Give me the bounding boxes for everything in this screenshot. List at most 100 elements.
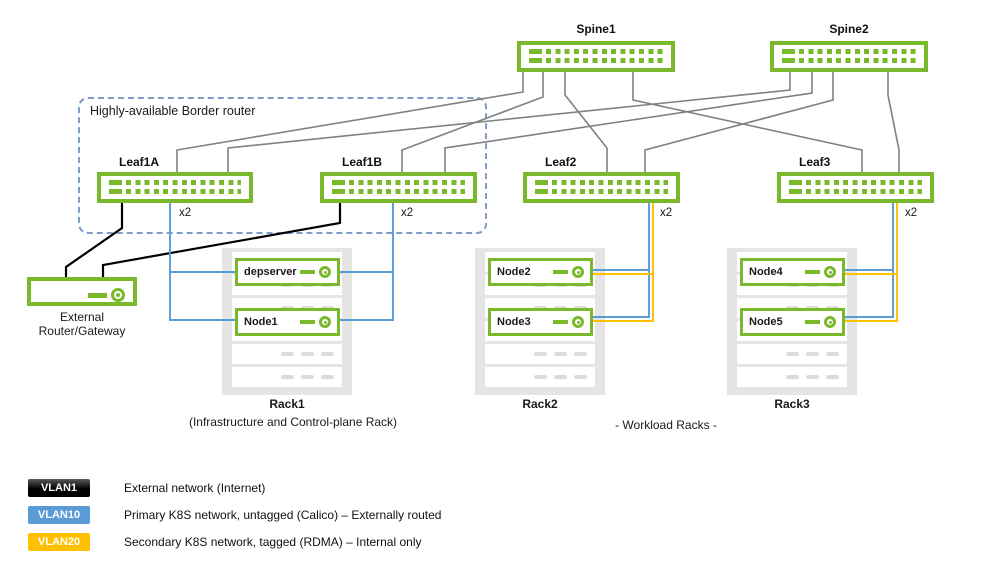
node-label: depserver bbox=[244, 266, 297, 278]
slot-dashes-icon bbox=[527, 352, 587, 356]
border-router-group-label: Highly-available Border router bbox=[90, 104, 256, 118]
leaf3-label: Leaf3 bbox=[799, 155, 831, 169]
leaf1a-switch bbox=[97, 172, 253, 203]
node-label: Node3 bbox=[497, 316, 531, 328]
server-dot-icon bbox=[824, 266, 836, 278]
legend-badge-vlan10: VLAN10 bbox=[28, 506, 90, 524]
external-router-label-line2: Router/Gateway bbox=[38, 324, 126, 338]
node-node2: Node2 bbox=[488, 258, 593, 286]
legend-badge-vlan1: VLAN1 bbox=[28, 479, 90, 497]
legend-description: External network (Internet) bbox=[124, 481, 266, 495]
rack-slot bbox=[737, 367, 847, 387]
port-row-icon bbox=[109, 189, 241, 194]
leaf2-switch bbox=[523, 172, 680, 203]
node-label: Node4 bbox=[749, 266, 783, 278]
port-row-icon bbox=[332, 180, 465, 185]
port-row-icon bbox=[535, 180, 668, 185]
external-router-label: External Router/Gateway bbox=[2, 310, 162, 338]
leaf2-label: Leaf2 bbox=[545, 155, 577, 169]
link-leaf2-node3-rdma bbox=[592, 203, 654, 322]
link-leaf1a-extrouter bbox=[64, 203, 124, 277]
node-node1: Node1 bbox=[235, 308, 340, 336]
port-row-icon bbox=[109, 180, 241, 185]
legend-badge-vlan20: VLAN20 bbox=[28, 533, 90, 551]
slot-dash-icon bbox=[534, 352, 547, 356]
link-spine2-leaf3 bbox=[887, 72, 900, 172]
caption-rack3: Rack3 bbox=[774, 397, 810, 411]
server-port-icon bbox=[553, 266, 584, 278]
slot-dash-icon bbox=[826, 375, 839, 379]
slot-dashes-icon bbox=[274, 375, 334, 379]
legend-description: Primary K8S network, untagged (Calico) –… bbox=[124, 508, 442, 522]
legend-description: Secondary K8S network, tagged (RDMA) – I… bbox=[124, 535, 422, 549]
port-row-icon bbox=[332, 189, 465, 194]
router-port-icon bbox=[88, 288, 125, 302]
leaf1b-label: Leaf1B bbox=[342, 155, 383, 169]
link-leaf2-node3 bbox=[592, 203, 650, 318]
router-dot-icon bbox=[111, 288, 125, 302]
slot-dash-icon bbox=[301, 352, 314, 356]
caption--workload-racks-: - Workload Racks - bbox=[615, 418, 717, 432]
caption-rack2: Rack2 bbox=[522, 397, 558, 411]
node-label: Node1 bbox=[244, 316, 278, 328]
router-dash-icon bbox=[88, 292, 107, 298]
link-spine1-leaf1a bbox=[176, 72, 524, 172]
node-depserver: depserver bbox=[235, 258, 340, 286]
rack-slot bbox=[232, 367, 342, 387]
rack-slot bbox=[485, 367, 595, 387]
server-dot-icon bbox=[824, 316, 836, 328]
node-node5: Node5 bbox=[740, 308, 845, 336]
caption-rack1: Rack1 bbox=[269, 397, 305, 411]
node-label: Node5 bbox=[749, 316, 783, 328]
slot-dashes-icon bbox=[779, 352, 839, 356]
legend-row-vlan20: VLAN20 Secondary K8S network, tagged (RDM… bbox=[28, 533, 421, 551]
slot-dash-icon bbox=[574, 375, 587, 379]
spine1-label: Spine1 bbox=[576, 22, 616, 36]
server-port-icon bbox=[300, 266, 331, 278]
slot-dash-icon bbox=[281, 375, 294, 379]
slot-dash-icon bbox=[281, 352, 294, 356]
server-dot-icon bbox=[572, 266, 584, 278]
slot-dashes-icon bbox=[779, 375, 839, 379]
slot-dash-icon bbox=[806, 375, 819, 379]
slot-dash-icon bbox=[574, 352, 587, 356]
link-spine1-leaf2 bbox=[564, 72, 608, 172]
link-leaf1a-node1 bbox=[169, 203, 235, 321]
slot-dash-icon bbox=[554, 375, 567, 379]
spine2-label: Spine2 bbox=[829, 22, 869, 36]
leaf1b-switch bbox=[320, 172, 477, 203]
server-port-icon bbox=[553, 316, 584, 328]
port-row-icon bbox=[789, 180, 922, 185]
server-dot-icon bbox=[572, 316, 584, 328]
server-port-icon bbox=[805, 266, 836, 278]
rack-slot bbox=[485, 344, 595, 364]
slot-dashes-icon bbox=[527, 375, 587, 379]
server-dash-icon bbox=[300, 270, 315, 274]
port-row-icon bbox=[782, 49, 916, 54]
node-label: Node2 bbox=[497, 266, 531, 278]
slot-dash-icon bbox=[534, 375, 547, 379]
x2-label-2: x2 bbox=[401, 207, 414, 219]
server-port-icon bbox=[805, 316, 836, 328]
server-port-icon bbox=[300, 316, 331, 328]
server-dash-icon bbox=[553, 270, 568, 274]
rack-slot bbox=[737, 344, 847, 364]
slot-dash-icon bbox=[554, 352, 567, 356]
port-row-icon bbox=[789, 189, 922, 194]
x2-label-4: x2 bbox=[905, 207, 918, 219]
link-spine2-leaf2 bbox=[644, 72, 834, 172]
link-leaf3-node5 bbox=[845, 203, 894, 318]
server-dot-icon bbox=[319, 266, 331, 278]
port-row-icon bbox=[782, 58, 916, 63]
slot-dash-icon bbox=[826, 352, 839, 356]
port-row-icon bbox=[529, 58, 663, 63]
server-dash-icon bbox=[805, 320, 820, 324]
server-dash-icon bbox=[553, 320, 568, 324]
link-leaf3-node5-rdma bbox=[845, 203, 898, 322]
server-dot-icon bbox=[319, 316, 331, 328]
node-node4: Node4 bbox=[740, 258, 845, 286]
slot-dash-icon bbox=[786, 375, 799, 379]
slot-dashes-icon bbox=[274, 352, 334, 356]
